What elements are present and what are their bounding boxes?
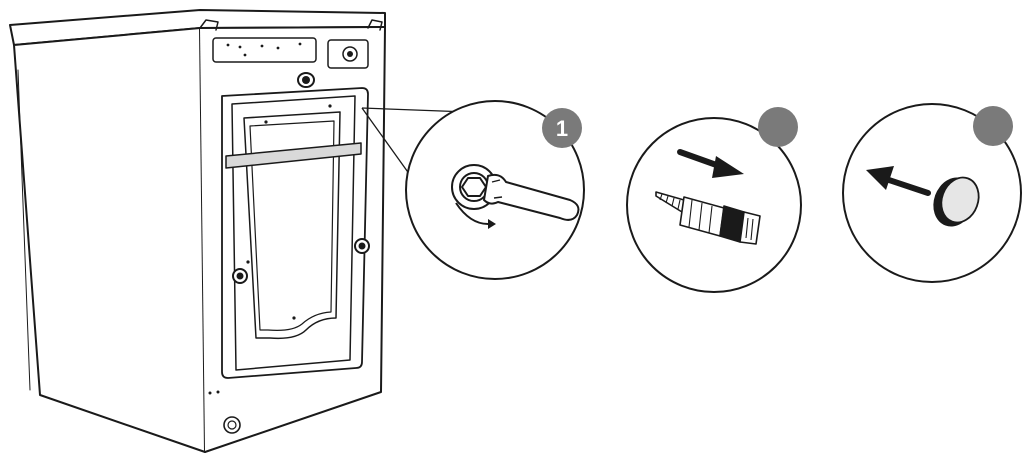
machine-side-panel [14, 28, 205, 452]
transit-bolt-top [298, 73, 314, 87]
step-3-panel [843, 104, 1021, 282]
transit-bolt-left [233, 269, 247, 283]
step-3-badge [973, 106, 1013, 146]
step-1-badge-label: 1 [556, 116, 568, 141]
step-1-badge: 1 [542, 108, 582, 148]
transit-bolt-right [355, 239, 369, 253]
step-2-badge [758, 107, 798, 147]
step-1-panel: 1 [406, 101, 584, 279]
washing-machine-rear [10, 10, 385, 452]
step-2-panel [627, 107, 801, 292]
machine-back-panel [200, 27, 385, 452]
